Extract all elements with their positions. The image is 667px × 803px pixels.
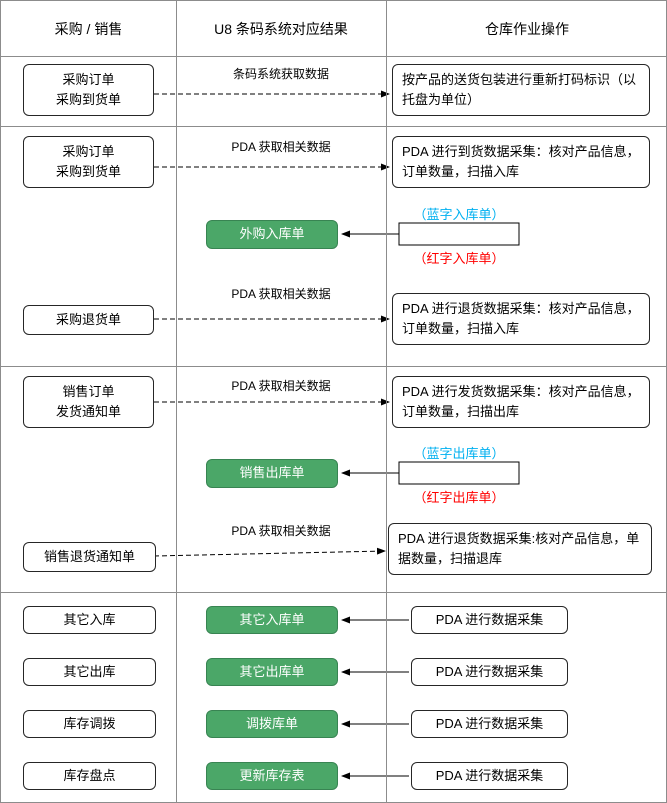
header-col-purchase-sales: 采购 / 销售 (54, 20, 123, 37)
node-purchase-order-arrival-1: 采购订单 采购到货单 (23, 64, 154, 116)
label-barcode-system-fetch: 条码系统获取数据 (232, 67, 329, 81)
note-bracket-issue (398, 461, 520, 485)
label-pda-fetch-sales-return: PDA 获取相关数据 (231, 524, 331, 538)
node-pda-ship-collect: PDA 进行发货数据采集：核对产品信息，订单数量，扫描出库 (392, 376, 650, 428)
note-red-issue: （红字出库单） (413, 490, 505, 505)
node-sales-issue-doc: 销售出库单 (206, 459, 338, 488)
node-purchase-order-arrival-2: 采购订单 采购到货单 (23, 136, 154, 188)
node-repack-recode: 按产品的送货包装进行重新打码标识（以托盘为单位） (392, 64, 650, 116)
note-bracket-receipt (398, 222, 520, 246)
node-pda-arrival-collect: PDA 进行到货数据采集：核对产品信息，订单数量，扫描入库 (392, 136, 650, 188)
grid-hline-1 (1, 126, 666, 127)
node-other-out: 其它出库 (23, 658, 156, 686)
grid-vline-2 (386, 1, 387, 802)
node-pda-collect-other-out: PDA 进行数据采集 (411, 658, 568, 686)
node-pda-collect-other-in: PDA 进行数据采集 (411, 606, 568, 634)
grid-hline-2 (1, 366, 666, 367)
label-pda-fetch-purchase-arrival: PDA 获取相关数据 (231, 140, 331, 154)
node-sales-return-notice: 销售退货通知单 (23, 542, 156, 572)
node-stocktake: 库存盘点 (23, 762, 156, 790)
header-col-u8-result: U8 条码系统对应结果 (214, 20, 348, 37)
node-pda-sales-return-collect: PDA 进行退货数据采集:核对产品信息，单据数量，扫描退库 (388, 523, 652, 575)
grid-hline-header (1, 56, 666, 57)
note-red-receipt: （红字入库单） (413, 251, 505, 266)
grid-vline-1 (176, 1, 177, 802)
node-pda-purchase-return-collect: PDA 进行退货数据采集：核对产品信息，订单数量，扫描入库 (392, 293, 650, 345)
grid-hline-3 (1, 592, 666, 593)
dashed-arrow-sales-return (153, 547, 386, 557)
node-pda-collect-transfer: PDA 进行数据采集 (411, 710, 568, 738)
header-col-warehouse-ops: 仓库作业操作 (485, 20, 569, 37)
node-update-stock-table: 更新库存表 (206, 762, 338, 790)
node-other-in-doc: 其它入库单 (206, 606, 338, 634)
node-pda-collect-stocktake: PDA 进行数据采集 (411, 762, 568, 790)
node-stock-transfer: 库存调拨 (23, 710, 156, 738)
node-other-out-doc: 其它出库单 (206, 658, 338, 686)
node-other-in: 其它入库 (23, 606, 156, 634)
node-purchase-return-order: 采购退货单 (23, 305, 154, 335)
node-transfer-doc: 调拨库单 (206, 710, 338, 738)
node-sales-order-ship-notice: 销售订单 发货通知单 (23, 376, 154, 428)
note-blue-receipt: （蓝字入库单） (413, 207, 505, 222)
note-blue-issue: （蓝字出库单） (413, 446, 505, 461)
label-pda-fetch-sales-ship: PDA 获取相关数据 (231, 379, 331, 393)
node-purchase-receipt-doc: 外购入库单 (206, 220, 338, 249)
label-pda-fetch-purchase-return: PDA 获取相关数据 (231, 287, 331, 301)
